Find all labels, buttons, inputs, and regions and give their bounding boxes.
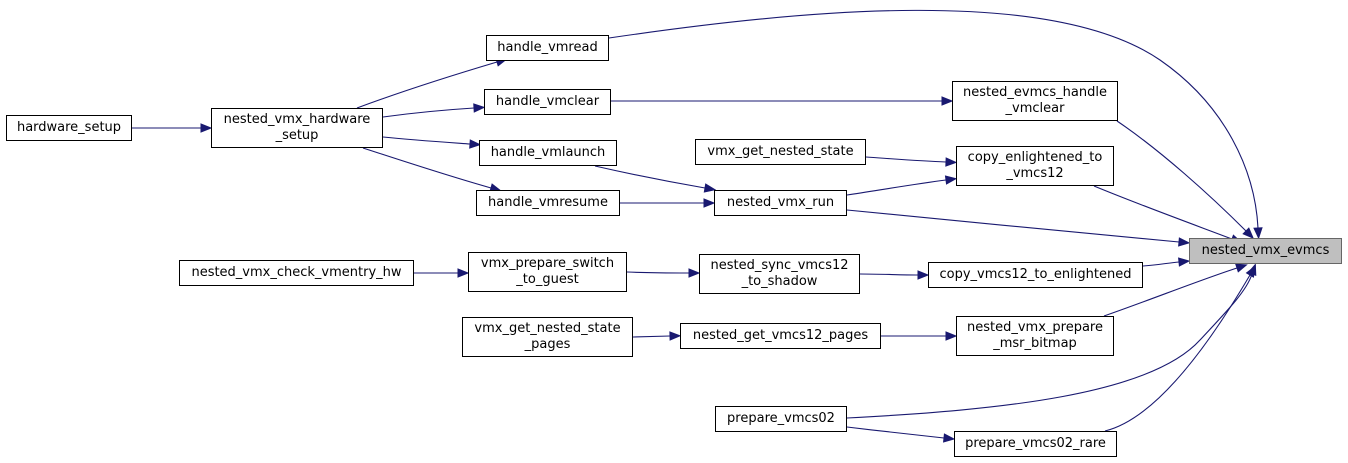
arrowhead-prepare_vmcs02_rare-to-nested_vmx_evmcs <box>1245 265 1256 278</box>
edge-nested_vmx_hardware_setup-to-handle_vmlaunch <box>382 136 471 145</box>
node-nested-get-vmcs12-pages[interactable]: nested_get_vmcs12_pages <box>680 323 881 349</box>
arrowhead-nested_vmx_check_vmentry_hw-to-vmx_prepare_switch_to_guest <box>457 268 470 278</box>
arrowhead-hardware_setup-to-nested_vmx_hardware_setup <box>200 123 213 133</box>
edge-nested_vmx_hardware_setup-to-handle_vmresume <box>362 147 492 189</box>
edge-vmx_get_nested_state_pages-to-nested_get_vmcs12_pages <box>632 335 671 338</box>
edge-prepare_vmcs02-to-nested_vmx_evmcs <box>846 273 1253 419</box>
edge-nested_vmx_prepare_msr_bitmap-to-nested_vmx_evmcs <box>1103 267 1238 317</box>
arrowhead-vmx_get_nested_state-to-copy_enlightened_to_vmcs12 <box>945 157 958 167</box>
node-handle-vmread[interactable]: handle_vmread <box>486 35 609 61</box>
edge-nested_evmcs_handle_vmclear-to-nested_vmx_evmcs <box>1116 120 1247 232</box>
arrowhead-handle_vmclear-to-nested_evmcs_handle_vmclear <box>941 96 954 106</box>
node-nested-vmx-run[interactable]: nested_vmx_run <box>714 190 847 216</box>
edge-copy_vmcs12_to_enlightened-to-nested_vmx_evmcs <box>1142 261 1180 267</box>
arrowhead-nested_evmcs_handle_vmclear-to-nested_vmx_evmcs <box>1242 227 1255 240</box>
arrowhead-nested_sync_vmcs12_to_shadow-to-copy_vmcs12_to_enlightened <box>917 270 930 280</box>
node-copy-enlightened-to-vmcs12[interactable]: copy_enlightened_to _vmcs12 <box>956 146 1114 186</box>
node-nested-vmx-evmcs: nested_vmx_evmcs <box>1189 238 1342 264</box>
arrowhead-nested_get_vmcs12_pages-to-nested_vmx_prepare_msr_bitmap <box>945 331 958 341</box>
arrowhead-nested_vmx_hardware_setup-to-handle_vmlaunch <box>469 139 482 149</box>
arrowhead-nested_vmx_hardware_setup-to-handle_vmclear <box>473 103 486 113</box>
node-handle-vmclear[interactable]: handle_vmclear <box>484 89 611 115</box>
arrowhead-nested_vmx_run-to-nested_vmx_evmcs <box>1178 237 1191 247</box>
edge-prepare_vmcs02_rare-to-nested_vmx_evmcs <box>1104 274 1251 432</box>
node-nested-evmcs-handle-vmclear[interactable]: nested_evmcs_handle _vmclear <box>952 81 1118 121</box>
node-nested-vmx-hardware-setup[interactable]: nested_vmx_hardware _setup <box>211 108 383 148</box>
edge-handle_vmlaunch-to-nested_vmx_run <box>594 165 706 189</box>
edge-nested_sync_vmcs12_to_shadow-to-copy_vmcs12_to_enlightened <box>859 273 919 276</box>
edge-vmx_prepare_switch_to_guest-to-nested_sync_vmcs12_to_shadow <box>626 271 690 274</box>
node-vmx-get-nested-state-pages[interactable]: vmx_get_nested_state _pages <box>462 317 633 357</box>
node-hardware-setup[interactable]: hardware_setup <box>6 115 132 141</box>
arrowhead-nested_vmx_prepare_msr_bitmap-to-nested_vmx_evmcs <box>1235 263 1248 273</box>
edge-prepare_vmcs02-to-prepare_vmcs02_rare <box>846 426 945 439</box>
node-vmx-get-nested-state[interactable]: vmx_get_nested_state <box>695 139 866 165</box>
edge-nested_vmx_hardware_setup-to-handle_vmclear <box>382 107 475 118</box>
node-prepare-vmcs02-rare[interactable]: prepare_vmcs02_rare <box>954 431 1117 457</box>
arrowhead-handle_vmlaunch-to-nested_vmx_run <box>703 183 717 193</box>
node-prepare-vmcs02[interactable]: prepare_vmcs02 <box>715 406 847 432</box>
edge-nested_vmx_hardware_setup-to-handle_vmread <box>356 61 498 109</box>
edge-vmx_get_nested_state-to-copy_enlightened_to_vmcs12 <box>865 156 947 163</box>
node-handle-vmresume[interactable]: handle_vmresume <box>476 190 620 216</box>
arrowhead-prepare_vmcs02-to-prepare_vmcs02_rare <box>943 433 956 443</box>
node-nested-vmx-prepare-msr-bitmap[interactable]: nested_vmx_prepare _msr_bitmap <box>956 316 1114 356</box>
arrowhead-copy_vmcs12_to_enlightened-to-nested_vmx_evmcs <box>1178 257 1191 267</box>
edge-nested_vmx_run-to-nested_vmx_evmcs <box>846 209 1180 243</box>
node-handle-vmlaunch[interactable]: handle_vmlaunch <box>479 140 617 166</box>
arrowhead-handle_vmresume-to-nested_vmx_run <box>703 198 716 208</box>
node-nested-sync-vmcs12-to-shadow[interactable]: nested_sync_vmcs12 _to_shadow <box>699 254 860 294</box>
node-vmx-prepare-switch-to-guest[interactable]: vmx_prepare_switch _to_guest <box>468 252 627 292</box>
arrowhead-vmx_prepare_switch_to_guest-to-nested_sync_vmcs12_to_shadow <box>688 268 701 278</box>
node-copy-vmcs12-to-enlightened[interactable]: copy_vmcs12_to_enlightened <box>928 262 1143 288</box>
arrowhead-handle_vmread-to-nested_vmx_evmcs <box>1253 227 1263 240</box>
node-nested-vmx-check-vmentry-hw[interactable]: nested_vmx_check_vmentry_hw <box>179 260 414 286</box>
edge-copy_enlightened_to_vmcs12-to-nested_vmx_evmcs <box>1093 185 1233 240</box>
edge-handle_vmread-to-nested_vmx_evmcs <box>608 9 1259 229</box>
edge-nested_vmx_run-to-copy_enlightened_to_vmcs12 <box>846 179 947 196</box>
arrowhead-vmx_get_nested_state_pages-to-nested_get_vmcs12_pages <box>669 331 682 341</box>
arrowhead-nested_vmx_run-to-copy_enlightened_to_vmcs12 <box>944 175 958 185</box>
